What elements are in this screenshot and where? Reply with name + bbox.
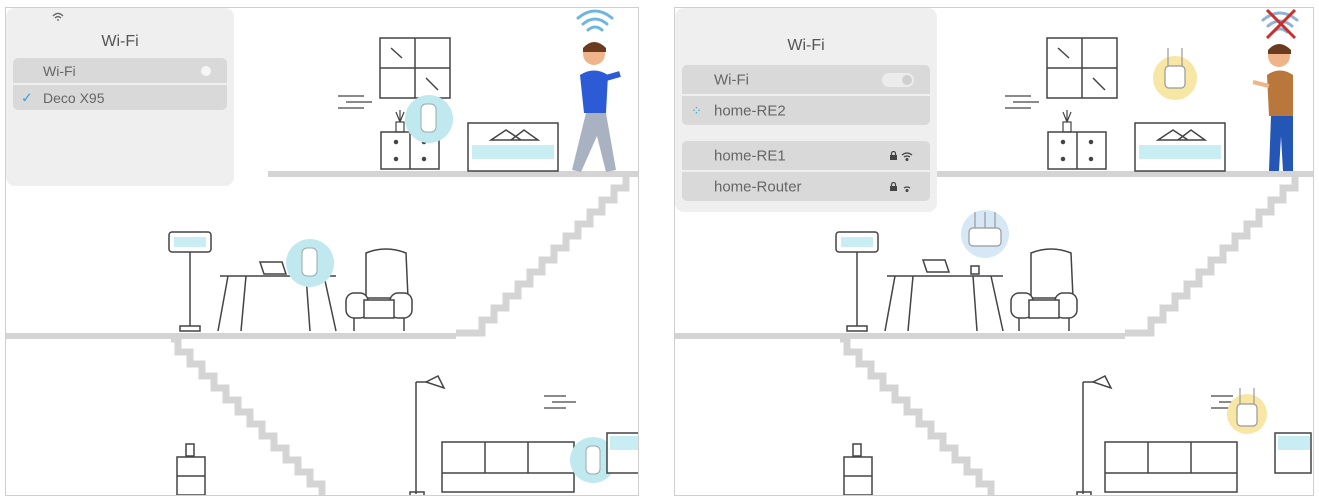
lower-lamp: [1076, 374, 1113, 495]
wifi-settings-card: Wi-Fi Wi-Fi ✓ Deco X95: [6, 8, 234, 186]
staircase-upper: [1125, 177, 1299, 337]
bed: [467, 122, 559, 172]
staircase-lower: [840, 335, 995, 495]
window: [1046, 37, 1118, 99]
tv-stand: [606, 432, 638, 474]
wifi-icon: [52, 12, 64, 21]
nightstand: [1047, 131, 1107, 170]
wifi-signal-icon: [903, 186, 911, 192]
toggle-switch[interactable]: [882, 73, 914, 87]
card-title: Wi-Fi: [101, 33, 139, 50]
brick-decor: [1005, 95, 1039, 109]
deco-unit-upper: [420, 103, 437, 133]
connecting-network-name: home-RE2: [714, 102, 786, 119]
armchair: [345, 248, 413, 331]
deco-unit-middle: [301, 247, 318, 277]
network-name: home-Router: [714, 178, 802, 195]
wifi-icon: [576, 9, 614, 32]
lock-icon: [890, 182, 897, 191]
network-row-connecting[interactable]: ⁘ home-RE2: [682, 96, 930, 125]
upper-floor: [937, 171, 1313, 177]
network-row-selected[interactable]: ✓ Deco X95: [13, 85, 227, 110]
staircase-lower: [171, 335, 326, 495]
deco-unit-lower: [585, 445, 601, 475]
floor-lamp: [835, 231, 879, 332]
scene-panel-deco-mesh: Wi-Fi Wi-Fi ✓ Deco X95: [5, 7, 639, 496]
lower-nightstand: [843, 443, 873, 495]
person-standing: [572, 42, 621, 172]
card-title: Wi-Fi: [787, 37, 825, 54]
wifi-row-label: Wi-Fi: [714, 71, 749, 88]
sofa: [441, 441, 575, 493]
sofa: [1104, 441, 1238, 493]
network-row[interactable]: home-Router: [682, 172, 930, 201]
window: [379, 37, 451, 99]
lower-lamp: [409, 374, 446, 495]
armchair: [1010, 248, 1078, 331]
middle-floor: [675, 333, 1125, 339]
house-illustration-mesh: [6, 9, 638, 495]
no-signal-icon: [1261, 8, 1299, 40]
toggle-knob: [902, 75, 912, 85]
scene-panel-extender: Wi-Fi Wi-Fi ⁘ home-RE2 home-RE1 home-Rou…: [674, 7, 1314, 496]
lower-nightstand: [176, 443, 206, 495]
toggle-knob[interactable]: [201, 66, 211, 76]
selected-network-name: Deco X95: [43, 89, 105, 106]
network-row[interactable]: home-RE1: [682, 141, 930, 170]
lock-icon: [890, 151, 897, 160]
extender-unit-upper: [1164, 48, 1186, 89]
tv-stand: [1274, 432, 1312, 474]
person-standing: [1252, 44, 1293, 171]
wifi-settings-card: Wi-Fi Wi-Fi ⁘ home-RE2 home-RE1 home-Rou…: [675, 8, 937, 212]
wifi-toggle-row[interactable]: Wi-Fi: [682, 65, 930, 94]
staircase-upper: [456, 177, 630, 337]
desk: [884, 259, 1004, 332]
wifi-toggle-row[interactable]: Wi-Fi: [13, 58, 227, 83]
house-illustration-extender: [675, 8, 1313, 495]
extender-unit-lower: [1236, 388, 1258, 427]
plant: [395, 110, 405, 133]
brick-decor-lower: [544, 395, 576, 409]
checkmark-icon: ✓: [21, 89, 33, 105]
upper-floor: [268, 171, 638, 177]
bed: [1134, 122, 1226, 172]
wifi-row-label: Wi-Fi: [43, 62, 76, 79]
spinner-icon: ⁘: [691, 102, 702, 118]
network-name: home-RE1: [714, 147, 786, 164]
middle-floor: [6, 333, 456, 339]
wifi-signal-icon: [901, 152, 913, 161]
plant: [1062, 110, 1072, 133]
brick-decor: [338, 95, 372, 109]
floor-lamp: [168, 231, 212, 332]
router-unit-middle: [968, 212, 1002, 247]
